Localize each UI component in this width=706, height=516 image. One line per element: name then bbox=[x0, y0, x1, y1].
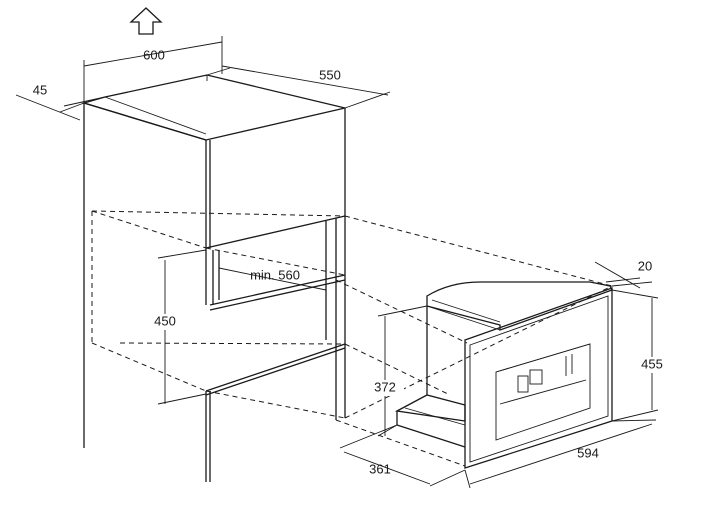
dim-appliance-height: 455 bbox=[611, 289, 672, 422]
dim-niche-height: 450 bbox=[146, 249, 207, 405]
label-body-depth: 361 bbox=[369, 461, 391, 476]
dim-cabinet-width: 600 bbox=[83, 36, 223, 103]
dim-panel-thickness: 45 bbox=[15, 82, 106, 121]
label-niche-depth: min. 560 bbox=[250, 267, 300, 282]
dispenser-spout-left bbox=[517, 375, 529, 393]
dim-appliance-width: 594 bbox=[464, 419, 657, 489]
label-front-thickness: 20 bbox=[638, 258, 652, 273]
up-arrow-icon bbox=[129, 7, 163, 35]
dispenser-spout-center bbox=[529, 369, 543, 385]
coffee-machine bbox=[394, 281, 613, 469]
cabinet bbox=[81, 74, 346, 482]
label-cabinet-depth: 550 bbox=[319, 67, 341, 82]
label-panel-thickness: 45 bbox=[33, 82, 47, 97]
appliance-top bbox=[426, 281, 613, 331]
label-cabinet-width: 600 bbox=[143, 47, 165, 62]
label-body-height: 372 bbox=[374, 379, 396, 394]
dim-body-depth: 361 bbox=[339, 424, 466, 487]
label-appliance-height: 455 bbox=[641, 356, 663, 371]
dim-niche-depth: min. 560 bbox=[218, 267, 327, 291]
label-niche-height: 450 bbox=[154, 313, 176, 328]
dim-front-thickness: 20 bbox=[594, 258, 652, 289]
label-appliance-width: 594 bbox=[577, 445, 599, 460]
cabinet-top bbox=[81, 74, 346, 141]
dim-body-height: 372 bbox=[366, 305, 428, 437]
dim-cabinet-depth: 550 bbox=[206, 65, 391, 109]
appliance-base bbox=[394, 394, 466, 422]
